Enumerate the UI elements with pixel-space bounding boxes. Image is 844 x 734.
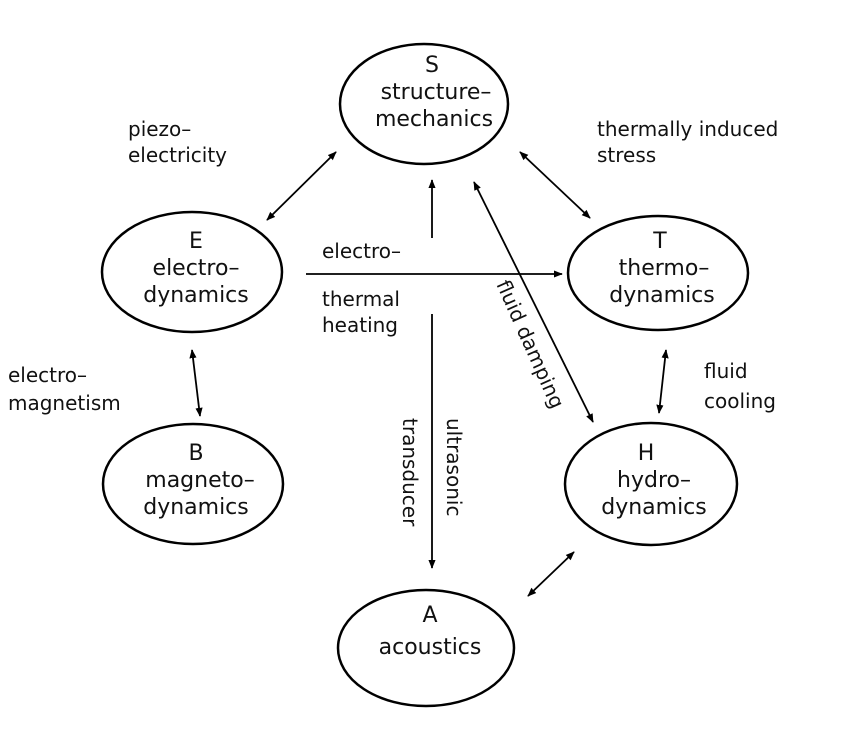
label-electromagnetism: electro– magnetism bbox=[8, 363, 121, 415]
svg-text:magnetism: magnetism bbox=[8, 391, 121, 415]
node-h-line1: hydro– bbox=[617, 468, 691, 493]
svg-text:fluid: fluid bbox=[704, 359, 748, 383]
svg-text:thermally induced: thermally induced bbox=[597, 117, 778, 141]
svg-text:stress: stress bbox=[597, 143, 656, 167]
svg-text:piezo–: piezo– bbox=[128, 117, 191, 141]
edge-h-a bbox=[527, 551, 575, 597]
label-piezoelectricity: piezo– electricity bbox=[128, 117, 227, 167]
node-b-magnetodynamics: B magneto– dynamics bbox=[101, 422, 285, 546]
svg-text:heating: heating bbox=[322, 313, 398, 337]
svg-text:electricity: electricity bbox=[128, 143, 227, 167]
node-t-line2: dynamics bbox=[609, 283, 715, 308]
svg-text:thermal: thermal bbox=[322, 287, 400, 311]
svg-text:cooling: cooling bbox=[704, 389, 776, 413]
label-fluid-cooling: fluid cooling bbox=[704, 359, 776, 413]
node-h-letter: H bbox=[638, 441, 655, 466]
node-b-letter: B bbox=[188, 441, 203, 466]
node-e-line1: electro– bbox=[153, 256, 240, 281]
node-a-acoustics: A acoustics bbox=[336, 588, 516, 708]
node-t-letter: T bbox=[652, 229, 667, 254]
node-a-line1: acoustics bbox=[379, 635, 482, 660]
label-thermally-induced-stress: thermally induced stress bbox=[597, 117, 778, 167]
label-electrothermal-heating: electro– thermal heating bbox=[322, 239, 401, 337]
node-t-line1: thermo– bbox=[619, 256, 710, 281]
edge-s-e bbox=[266, 151, 337, 221]
node-s-letter: S bbox=[425, 53, 439, 78]
node-t-thermodynamics: T thermo– dynamics bbox=[566, 214, 750, 332]
svg-text:electro–: electro– bbox=[8, 363, 87, 387]
node-s-line2: mechanics bbox=[375, 107, 493, 132]
node-h-line2: dynamics bbox=[601, 495, 707, 520]
edge-h-s-damping bbox=[473, 181, 594, 423]
node-b-line1: magneto– bbox=[145, 468, 254, 493]
node-e-electrodynamics: E electro– dynamics bbox=[100, 210, 284, 334]
label-ultrasonic-transducer: ultrasonic transducer bbox=[398, 418, 466, 527]
edge-s-t bbox=[519, 151, 591, 219]
node-h-hydrodynamics: H hydro– dynamics bbox=[563, 421, 739, 547]
node-e-line2: dynamics bbox=[143, 283, 249, 308]
node-s-structure-mechanics: S structure– mechanics bbox=[338, 42, 510, 166]
node-s-line1: structure– bbox=[381, 80, 492, 105]
edge-t-h bbox=[656, 349, 669, 414]
edge-e-b bbox=[189, 349, 203, 417]
svg-text:electro–: electro– bbox=[322, 239, 401, 263]
node-b-line2: dynamics bbox=[143, 495, 249, 520]
node-e-letter: E bbox=[189, 229, 203, 254]
svg-text:ultrasonic: ultrasonic bbox=[442, 418, 466, 516]
node-a-letter: A bbox=[422, 603, 437, 628]
svg-text:transducer: transducer bbox=[398, 418, 422, 527]
